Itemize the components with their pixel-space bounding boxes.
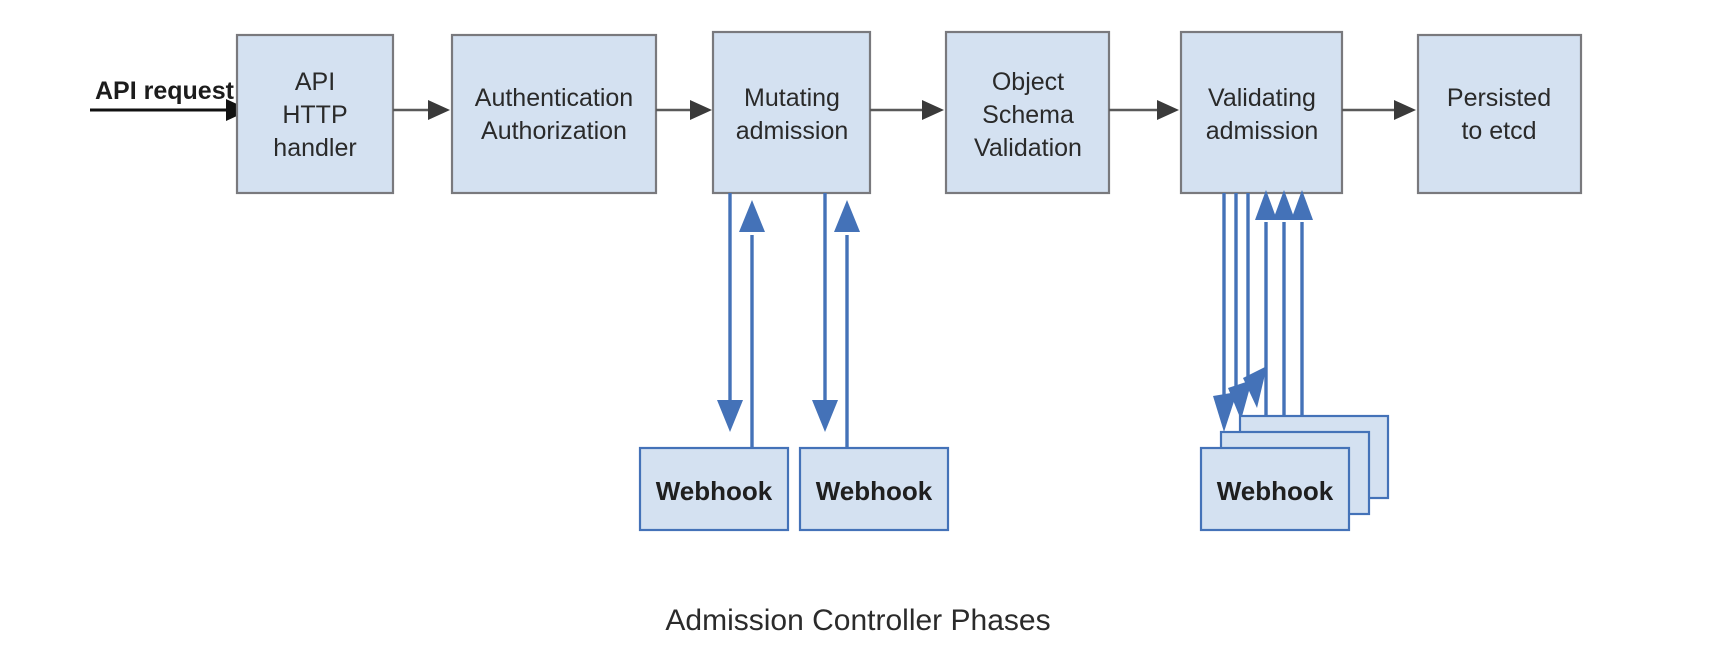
phase-label-line-2: admission [1206, 117, 1319, 145]
phase-box-api-http-handler[interactable]: API HTTP handler [235, 33, 395, 195]
connector-handler-to-auth [393, 100, 450, 120]
connector-arrow-head [922, 100, 944, 120]
arrows-mutating-webhook-2 [812, 193, 860, 448]
webhook-label: Webhook [1217, 476, 1334, 506]
phase-label-line-1: Authentication [475, 84, 633, 112]
phase-label-line-1: Validating [1208, 84, 1316, 112]
connector-auth-to-mutating [656, 100, 712, 120]
phase-label-line-1: Persisted [1447, 84, 1551, 112]
figure-caption: Admission Controller Phases [665, 604, 1050, 637]
webhook-label: Webhook [816, 476, 933, 506]
webhook-box-rect [638, 446, 790, 532]
response-arrow-head-up [739, 200, 765, 232]
phase-box-validating-admission[interactable]: Validating admission [1179, 30, 1344, 195]
phase-label-line-2: admission [736, 117, 849, 145]
connector-arrow-head [428, 100, 450, 120]
phase-label-line-3: handler [273, 134, 356, 162]
phase-box-mutating-admission[interactable]: Mutating admission [711, 30, 872, 195]
connector-arrow-head [690, 100, 712, 120]
phase-box-authentication-authorization[interactable]: Authentication Authorization [450, 33, 658, 195]
phase-box-rect [1179, 30, 1344, 195]
response-arrow-head-up [834, 200, 860, 232]
response-arrow-head-up-1 [1255, 190, 1277, 220]
phase-label-line-2: Schema [982, 101, 1074, 129]
phase-label-line-1: Mutating [744, 84, 840, 112]
entry-api-request: API request [90, 77, 250, 121]
request-arrow-head-down-3 [1243, 366, 1267, 408]
response-arrow-head-up-3 [1291, 190, 1313, 220]
phase-box-persisted-to-etcd[interactable]: Persisted to etcd [1416, 33, 1583, 195]
response-arrow-head-up-2 [1273, 190, 1295, 220]
phase-label-line-2: Authorization [481, 117, 627, 145]
phase-label-line-3: Validation [974, 134, 1082, 162]
phase-box-rect [1416, 33, 1583, 195]
phase-label-line-1: API [295, 68, 335, 96]
connector-validating-to-etcd [1342, 100, 1416, 120]
connector-arrow-head [1394, 100, 1416, 120]
webhook-label: Webhook [656, 476, 773, 506]
webhook-box-mutating-1[interactable]: Webhook [638, 446, 790, 532]
connector-mutating-to-schema [870, 100, 944, 120]
phase-label-line-1: Object [992, 68, 1064, 96]
phase-box-object-schema-validation[interactable]: Object Schema Validation [944, 30, 1111, 195]
request-arrow-head-down [812, 400, 838, 432]
arrows-mutating-webhook-1 [717, 193, 765, 448]
request-arrow-head-down-2 [1228, 380, 1252, 420]
phase-box-rect [450, 33, 658, 195]
connector-schema-to-validating [1109, 100, 1179, 120]
entry-label: API request [95, 77, 235, 105]
webhook-box-validating-stack[interactable]: Webhook [1199, 414, 1390, 532]
connector-arrow-head [1157, 100, 1179, 120]
phase-label-line-2: to etcd [1461, 117, 1536, 145]
phase-box-rect [944, 30, 1111, 195]
webhook-box-mutating-2[interactable]: Webhook [798, 446, 950, 532]
webhook-stack-box-front [1199, 446, 1351, 532]
request-arrow-head-down [717, 400, 743, 432]
webhook-box-rect [798, 446, 950, 532]
phase-box-rect [235, 33, 395, 195]
request-arrow-head-down-1 [1213, 392, 1237, 432]
phase-box-rect [711, 30, 872, 195]
phase-label-line-2: HTTP [282, 101, 347, 129]
